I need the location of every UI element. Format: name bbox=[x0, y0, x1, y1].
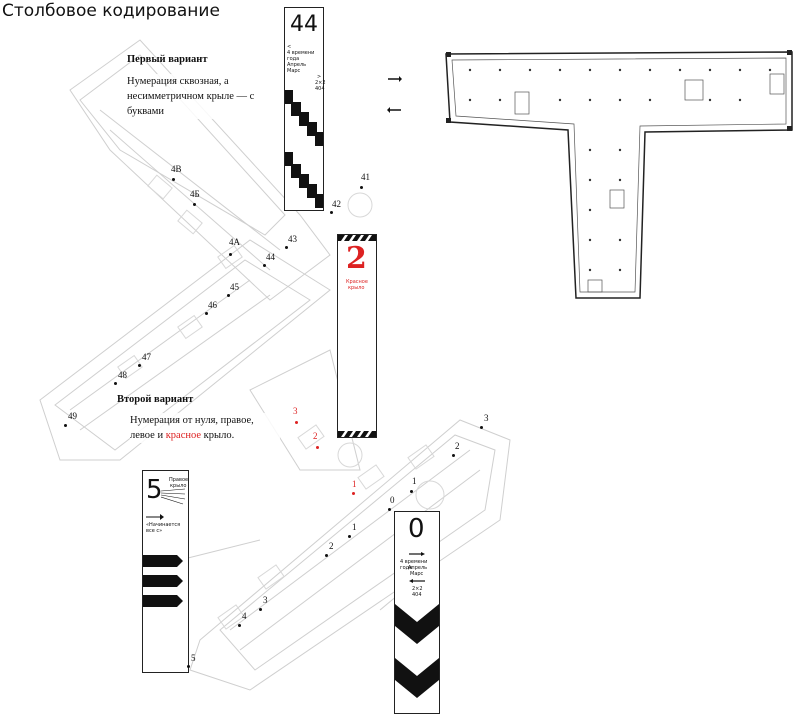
arrow-right-small-icon bbox=[409, 552, 425, 556]
post-marker bbox=[263, 264, 266, 267]
post5-number: 5 bbox=[146, 475, 163, 505]
post0-code1: 2×2 bbox=[412, 586, 423, 592]
post-marker bbox=[285, 246, 288, 249]
post2-caption2: крыло bbox=[348, 285, 365, 291]
room-label-left-4: 4 bbox=[242, 611, 247, 621]
variant2-heading: Второй вариант bbox=[117, 394, 194, 405]
post-marker bbox=[388, 508, 391, 511]
room-label-42: 42 bbox=[332, 199, 341, 209]
room-label-45: 45 bbox=[230, 282, 239, 292]
post-marker bbox=[480, 426, 483, 429]
post5-caption2: крыло bbox=[170, 483, 187, 489]
room-label-46: 46 bbox=[208, 300, 217, 310]
room-label-right-3: 3 bbox=[484, 413, 489, 423]
variant2-text-part1: Нумерация от нуля, правое, левое и bbox=[130, 415, 254, 441]
chevron-down-bands-icon bbox=[395, 604, 439, 698]
variant2-text: Нумерация от нуля, правое, левое и красн… bbox=[130, 413, 280, 443]
room-label-red-3: 3 bbox=[293, 406, 298, 416]
post2-number: 2 bbox=[346, 241, 367, 276]
room-label-47: 47 bbox=[142, 352, 151, 362]
post-marker bbox=[360, 186, 363, 189]
post0-number: 0 bbox=[408, 514, 425, 544]
post5-caption1: Правое bbox=[169, 477, 189, 483]
post44-arrow-right: > bbox=[317, 74, 322, 80]
post44-line2: года bbox=[287, 56, 300, 62]
post44-arrow-left: < bbox=[287, 44, 292, 50]
post-marker-red bbox=[316, 446, 319, 449]
post-0: 0 4 времени года Апрель Марс 2×2 404 bbox=[394, 511, 440, 714]
post-marker bbox=[325, 554, 328, 557]
page-title: Столбовое кодирование bbox=[2, 1, 220, 21]
post-marker bbox=[452, 454, 455, 457]
fan-lines-icon bbox=[161, 488, 186, 505]
variant1-text: Нумерация сквозная, а несимметричном кры… bbox=[127, 74, 277, 119]
room-label-41: 41 bbox=[361, 172, 370, 182]
post44-line4: Марс bbox=[287, 68, 301, 74]
room-label-left-2: 2 bbox=[329, 541, 334, 551]
post-marker bbox=[187, 665, 190, 668]
room-label-4V: 4В bbox=[171, 164, 182, 174]
post-marker bbox=[330, 211, 333, 214]
post44-code2: 404 bbox=[315, 86, 325, 92]
post44-number: 44 bbox=[290, 12, 318, 37]
post44-code1: 2×2 bbox=[315, 80, 326, 86]
room-label-44: 44 bbox=[266, 252, 275, 262]
arrow-right-icon bbox=[146, 514, 164, 520]
post-marker-red bbox=[295, 421, 298, 424]
variant2-text-part2: крыло. bbox=[201, 430, 235, 441]
hazard-stripe-bottom-icon bbox=[338, 431, 376, 437]
post-marker bbox=[348, 535, 351, 538]
room-label-0: 0 bbox=[390, 495, 395, 505]
post-marker bbox=[227, 294, 230, 297]
room-label-right-2: 2 bbox=[455, 441, 460, 451]
post-marker bbox=[193, 203, 196, 206]
room-label-left-5: 5 bbox=[191, 653, 196, 663]
post-marker bbox=[259, 608, 262, 611]
arrow-bands-icon bbox=[143, 555, 183, 607]
post0-line3: Марс bbox=[410, 571, 424, 577]
step-stripes-icon bbox=[285, 90, 323, 208]
post-marker bbox=[172, 178, 175, 181]
arrow-left-small-icon bbox=[409, 579, 425, 583]
post-marker-red bbox=[352, 492, 355, 495]
room-label-4A: 4А bbox=[229, 237, 240, 247]
post0-line2: Апрель bbox=[408, 565, 428, 571]
room-label-right-1: 1 bbox=[412, 476, 417, 486]
post0-line1: 4 времени года bbox=[400, 559, 428, 571]
building-outline-drawing bbox=[445, 50, 793, 299]
variant1-heading: Первый вариант bbox=[127, 54, 208, 65]
room-label-48: 48 bbox=[118, 370, 127, 380]
room-label-4B: 4Б bbox=[190, 189, 200, 199]
room-label-left-3: 3 bbox=[263, 595, 268, 605]
post-marker bbox=[205, 312, 208, 315]
post0-code2: 404 bbox=[412, 592, 422, 598]
room-label-left-1: 1 bbox=[352, 522, 357, 532]
post-marker bbox=[238, 624, 241, 627]
direction-arrows-icon bbox=[387, 76, 402, 113]
post44-line1: 4 времени bbox=[287, 50, 315, 56]
post44-line3: Апрель bbox=[287, 62, 307, 68]
post-44: 44 < 4 времени года Апрель Марс > 2×2 40… bbox=[284, 7, 326, 211]
variant2-text-red: красное bbox=[165, 430, 202, 441]
post-marker bbox=[114, 382, 117, 385]
room-label-49: 49 bbox=[68, 411, 77, 421]
post-marker bbox=[138, 364, 141, 367]
post-marker bbox=[64, 424, 67, 427]
post5-arrow-text: «Начинается все с» bbox=[146, 522, 181, 534]
post-2-red-wing: 2 Красное крыло bbox=[337, 234, 377, 438]
room-label-43: 43 bbox=[288, 234, 297, 244]
post-5: 5 Правое крыло «Начинается все с» bbox=[142, 470, 189, 673]
post2-caption1: Красное bbox=[346, 279, 368, 285]
hazard-stripe-top-icon bbox=[338, 235, 376, 241]
post-marker bbox=[410, 490, 413, 493]
post-marker bbox=[229, 253, 232, 256]
room-label-red-2: 2 bbox=[313, 431, 318, 441]
room-label-red-1: 1 bbox=[352, 479, 357, 489]
